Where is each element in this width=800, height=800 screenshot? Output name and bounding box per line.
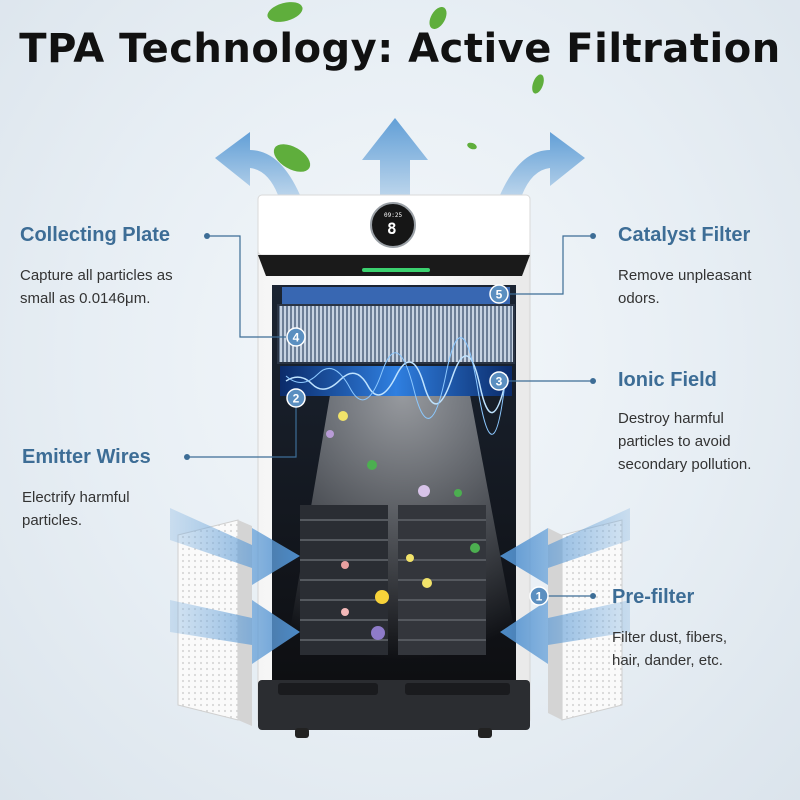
page-title: TPA Technology: Active Filtration [19, 26, 781, 72]
svg-text:2: 2 [293, 392, 300, 406]
airflow-arrow-icon [170, 508, 630, 664]
display-digit: 8 [387, 219, 397, 238]
control-display: 09:25 8 [370, 202, 416, 248]
ionic-field-label: Ionic Field [618, 369, 717, 391]
pre-filter-label: Pre-filter [612, 586, 695, 608]
svg-text:3: 3 [496, 375, 503, 389]
svg-text:1: 1 [536, 590, 543, 604]
badge-4: 4 [286, 327, 306, 347]
svg-text:4: 4 [293, 331, 300, 345]
collecting-plate-desc: Capture all particles as small as 0.0146… [20, 267, 173, 307]
callout-dots [184, 233, 596, 599]
svg-text:5: 5 [496, 288, 503, 302]
catalyst-filter-label: Catalyst Filter [618, 224, 751, 246]
callout-leader-lines [185, 235, 590, 597]
airflow-arrow-icon [215, 118, 585, 195]
display-time: 09:25 [384, 212, 402, 219]
emitter-wires-label: Emitter Wires [22, 446, 151, 468]
badge-3: 3 [489, 371, 509, 391]
catalyst-filter-desc: Remove unpleasant odors. [618, 267, 752, 307]
badge-5: 5 [489, 284, 509, 304]
collecting-plate-label: Collecting Plate [20, 224, 171, 246]
ionic-field-desc: Destroy harmful particles to avoid secon… [618, 410, 752, 473]
purifier-body [257, 194, 531, 738]
particle-icon [326, 411, 480, 640]
emitter-wires-desc: Electrify harmful particles. [22, 489, 130, 529]
badge-1: 1 [529, 586, 549, 606]
pre-filter-desc: Filter dust, fibers, hair, dander, etc. [612, 629, 728, 669]
badge-2: 2 [286, 388, 306, 408]
